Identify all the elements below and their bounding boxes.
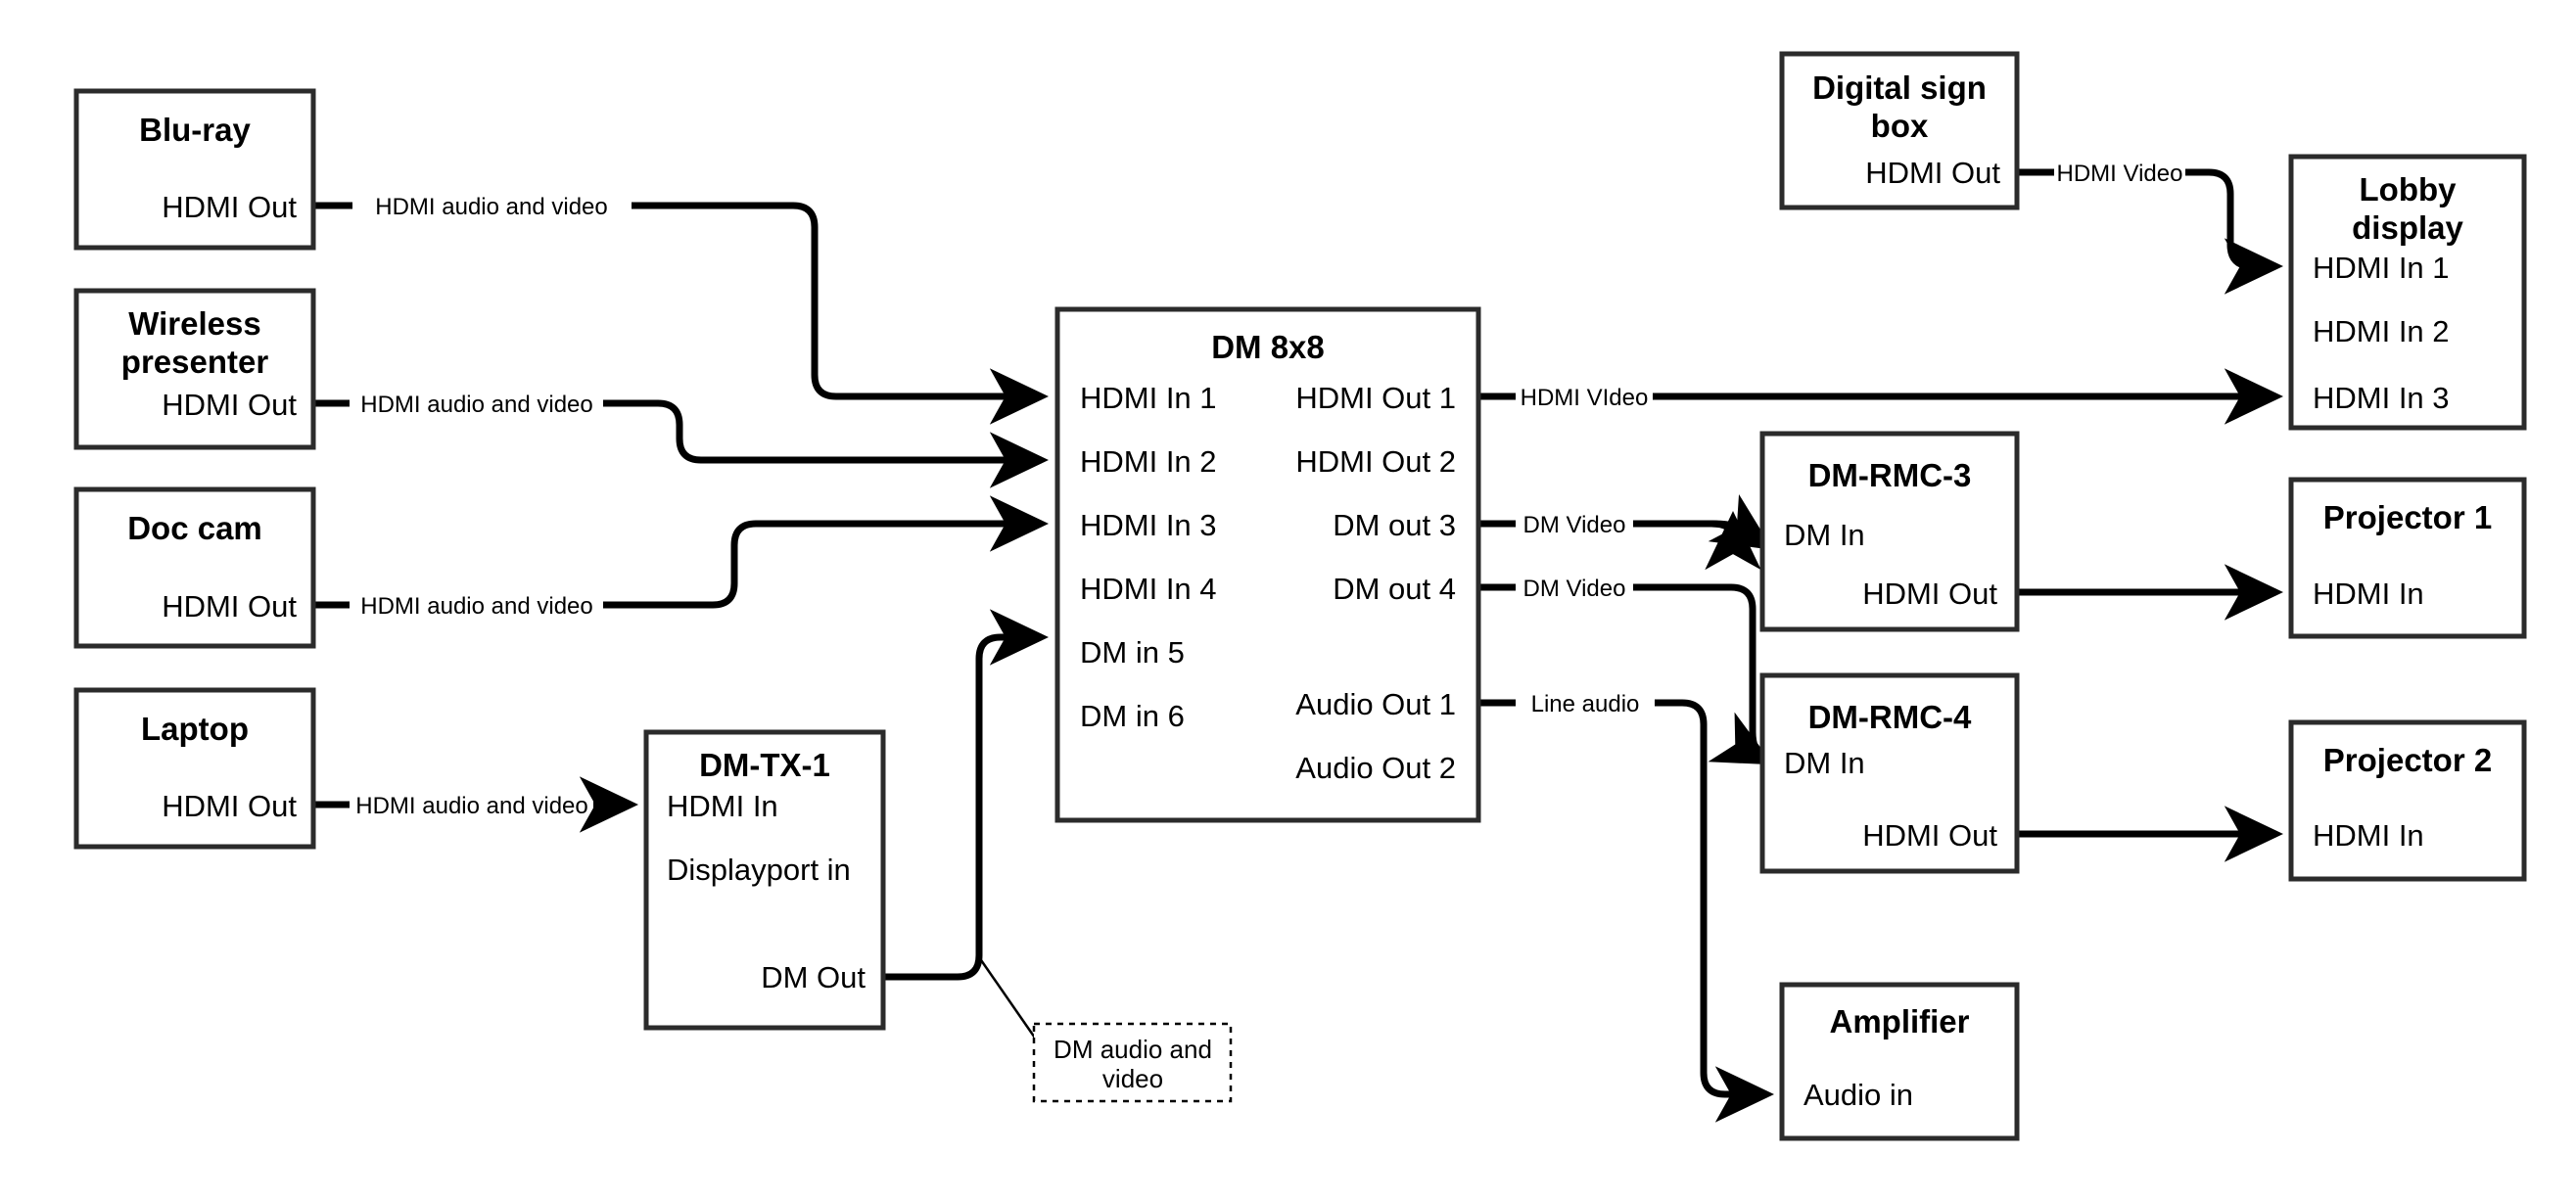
doc-cam-port-hdmi-out: HDMI Out (162, 589, 297, 624)
node-wireless-presenter[interactable]: Wireless presenter HDMI Out (73, 288, 316, 450)
edge-label-dm-audio1-to-amp: Line audio (1531, 691, 1640, 717)
laptop-box (73, 687, 316, 850)
note-line2: video (1102, 1064, 1163, 1093)
dm-8x8-output-audio-out-1: Audio Out 1 (1295, 687, 1456, 721)
edge-labels: HDMI audio and video HDMI audio and vide… (355, 161, 2182, 819)
dm-rmc-3-input-dm-in: DM In (1784, 518, 1865, 552)
edge-label-signbox-to-lobby: HDMI Video (2057, 161, 2183, 187)
edge-label-laptop-to-tx: HDMI audio and video (355, 793, 587, 819)
dm-tx-1-title: DM-TX-1 (699, 747, 830, 783)
dm-8x8-input-dm-in-6: DM in 6 (1080, 699, 1185, 733)
projector-2-input-hdmi-in: HDMI In (2313, 818, 2424, 853)
note-box (1032, 1022, 1233, 1103)
digital-sign-box-title-line1: Digital sign (1812, 69, 1987, 106)
dm-8x8-output-dm-out-3: DM out 3 (1333, 508, 1456, 542)
link-wireless-to-dm8x8-run (603, 399, 1050, 488)
node-projector-1[interactable]: Projector 1 HDMI In (2288, 477, 2527, 639)
dm-8x8-output-hdmi-out-2: HDMI Out 2 (1295, 444, 1456, 479)
projector-2-title: Projector 2 (2323, 742, 2492, 778)
node-dm-rmc-4[interactable]: DM-RMC-4 DM In HDMI Out (1759, 672, 2020, 874)
node-dm-8x8[interactable]: DM 8x8 HDMI In 1 HDMI In 2 HDMI In 3 HDM… (1054, 306, 1481, 823)
node-doc-cam[interactable]: Doc cam HDMI Out (73, 486, 316, 649)
dm-rmc-4-box (1759, 672, 2020, 874)
edge-label-dm-out4-to-rmc4: DM Video (1523, 576, 1626, 602)
dm-8x8-input-hdmi-in-3: HDMI In 3 (1080, 508, 1217, 542)
link-doccam-to-dm8x8-run (603, 495, 1050, 609)
laptop-title: Laptop (141, 711, 249, 747)
dm-tx-1-box (643, 729, 886, 1031)
dm-8x8-box (1054, 306, 1481, 823)
node-bluray[interactable]: Blu-ray HDMI Out (73, 88, 316, 251)
link-dm8x8-out4-to-rmc4-run (1633, 583, 1774, 765)
projector-1-title: Projector 1 (2323, 499, 2492, 535)
node-dm-rmc-3[interactable]: DM-RMC-3 DM In HDMI Out (1759, 431, 2020, 632)
node-laptop[interactable]: Laptop HDMI Out (73, 687, 316, 850)
link-bluray-to-dm8x8-run (632, 202, 1050, 425)
wireless-presenter-title-line1: Wireless (128, 305, 260, 342)
dm-tx-1-input-displayport-in: Displayport in (667, 853, 851, 887)
laptop-port-hdmi-out: HDMI Out (162, 789, 297, 823)
link-dm8x8-out3-to-rmc3-tail (1633, 493, 1773, 550)
dm-rmc-3-box (1759, 431, 2020, 632)
dm-8x8-title: DM 8x8 (1211, 329, 1325, 365)
digital-sign-box-box (1779, 51, 2020, 210)
doc-cam-box (73, 486, 316, 649)
dm-8x8-input-hdmi-in-2: HDMI In 2 (1080, 444, 1217, 479)
node-dm-tx-1[interactable]: DM-TX-1 HDMI In Displayport in DM Out (643, 729, 886, 1031)
digital-sign-box-port-hdmi-out: HDMI Out (1865, 156, 2000, 190)
dm-tx-1-output-dm-out: DM Out (761, 960, 866, 994)
lobby-display-title-line1: Lobby (2360, 171, 2458, 208)
edge-label-doccam-to-dm: HDMI audio and video (360, 593, 592, 620)
dm-rmc-3-output-hdmi-out: HDMI Out (1862, 577, 1997, 611)
edge-label-dm-out3-to-rmc3: DM Video (1523, 512, 1626, 538)
lobby-display-input-hdmi-in-1: HDMI In 1 (2313, 251, 2450, 285)
digital-sign-box-title-line2: box (1871, 108, 1929, 144)
bluray-title: Blu-ray (139, 112, 251, 148)
bluray-port-hdmi-out: HDMI Out (162, 190, 297, 224)
lobby-display-input-hdmi-in-3: HDMI In 3 (2313, 381, 2450, 415)
dm-rmc-4-title: DM-RMC-4 (1808, 699, 1972, 735)
link-dmtx1-to-dm8x8 (883, 609, 1050, 981)
edge-label-dm-out1-to-lobby: HDMI VIdeo (1521, 385, 1649, 411)
dm-8x8-input-hdmi-in-4: HDMI In 4 (1080, 572, 1217, 606)
node-amplifier[interactable]: Amplifier Audio in (1779, 982, 2020, 1141)
wireless-presenter-port-hdmi-out: HDMI Out (162, 388, 297, 422)
bluray-box (73, 88, 316, 251)
dm-8x8-input-hdmi-in-1: HDMI In 1 (1080, 381, 1217, 415)
edge-label-bluray-to-dm: HDMI audio and video (375, 194, 607, 220)
note-dm-audio-and-video: DM audio and video (1032, 1022, 1233, 1103)
lobby-display-box (2288, 154, 2527, 431)
lobby-display-input-hdmi-in-2: HDMI In 2 (2313, 314, 2450, 348)
projector-2-box (2288, 719, 2527, 882)
doc-cam-title: Doc cam (127, 510, 262, 546)
link-signbox-to-lobby-run (2185, 168, 2284, 295)
lobby-display-title-line2: display (2352, 209, 2463, 246)
amplifier-title: Amplifier (1829, 1003, 1969, 1039)
dm-8x8-output-audio-out-2: Audio Out 2 (1295, 751, 1456, 785)
dm-tx-1-input-hdmi-in: HDMI In (667, 789, 778, 823)
node-lobby-display[interactable]: Lobby display HDMI In 1 HDMI In 2 HDMI I… (2288, 154, 2527, 431)
dm-rmc-4-input-dm-in: DM In (1784, 746, 1865, 780)
node-digital-sign-box[interactable]: Digital sign box HDMI Out (1779, 51, 2020, 210)
dm-rmc-4-output-hdmi-out: HDMI Out (1862, 818, 1997, 853)
amplifier-input-audio-in: Audio in (1803, 1078, 1913, 1112)
note-line1: DM audio and (1054, 1035, 1212, 1064)
node-projector-2[interactable]: Projector 2 HDMI In (2288, 719, 2527, 882)
dm-8x8-output-dm-out-4: DM out 4 (1333, 572, 1456, 606)
dm-8x8-input-dm-in-5: DM in 5 (1080, 635, 1185, 670)
amplifier-box (1779, 982, 2020, 1141)
dm-8x8-output-hdmi-out-1: HDMI Out 1 (1295, 381, 1456, 415)
edge-label-wireless-to-dm: HDMI audio and video (360, 392, 592, 418)
dm-rmc-3-title: DM-RMC-3 (1808, 457, 1972, 493)
wireless-presenter-box (73, 288, 316, 450)
projector-1-input-hdmi-in: HDMI In (2313, 577, 2424, 611)
projector-1-box (2288, 477, 2527, 639)
wireless-presenter-title-line2: presenter (121, 344, 269, 380)
link-dm8x8-audio1-to-amp-run (1655, 699, 1775, 1123)
